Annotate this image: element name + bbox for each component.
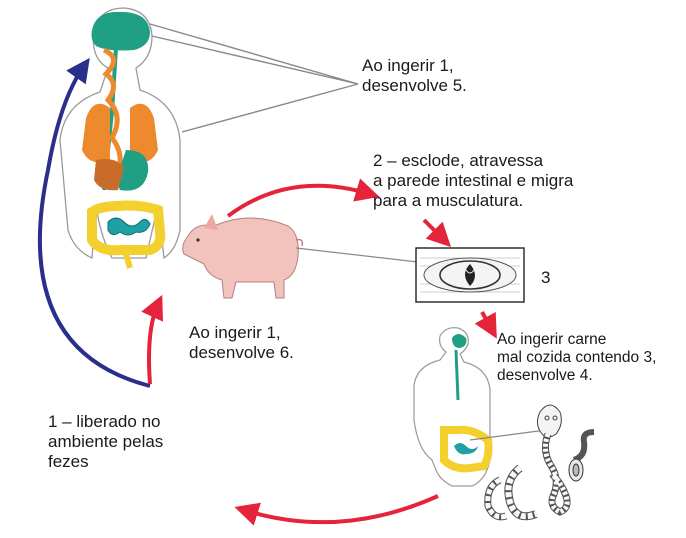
pointer-lines-brain [150, 24, 358, 132]
human-body-upper [60, 8, 180, 268]
small-intestine [108, 218, 150, 235]
tapeworm [488, 405, 594, 517]
red-arrow-environment-to-pig [149, 304, 158, 384]
red-arrow-hatch-to-cyst [424, 220, 444, 240]
label-ingest-develop-6: Ao ingerir 1, desenvolve 6. [189, 323, 294, 363]
human-body-lower [414, 328, 490, 486]
lung-left [82, 104, 110, 163]
label-released-environment: 1 – liberado no ambiente pelas fezes [48, 412, 163, 472]
label-hatch-migrate: 2 – esclode, atravessa a parede intestin… [373, 151, 573, 211]
red-arrow-human-to-environment [244, 496, 438, 522]
brain [92, 12, 151, 51]
label-undercooked-meat: Ao ingerir carne mal cozida contendo 3, … [497, 331, 656, 385]
red-arrow-pig-to-hatch [228, 186, 370, 216]
pig [183, 214, 303, 298]
label-ingest-develop-5: Ao ingerir 1, desenvolve 5. [362, 56, 467, 96]
cyst-box [416, 248, 524, 302]
label-cyst-number: 3 [541, 268, 550, 288]
red-arrow-cyst-to-human [482, 312, 492, 330]
